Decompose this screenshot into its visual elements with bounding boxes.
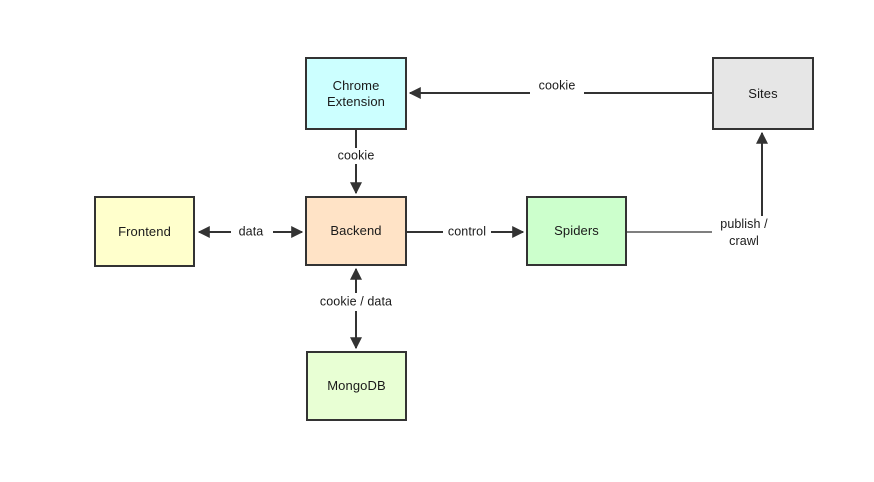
node-spiders-label: Spiders bbox=[554, 223, 599, 238]
connector-spiders-to-sites bbox=[627, 131, 768, 233]
edge-label-frontend-backend: data bbox=[236, 224, 266, 240]
node-frontend[interactable]: Frontend bbox=[94, 196, 195, 267]
edge-label-spiders-to-sites-line2: crawl bbox=[729, 234, 759, 248]
node-chrome-extension-label-line2: Extension bbox=[327, 93, 385, 109]
node-sites-label: Sites bbox=[748, 85, 778, 101]
node-sites[interactable]: Sites bbox=[712, 57, 814, 130]
edge-label-sites-to-chrome-extension: cookie bbox=[536, 78, 578, 94]
node-chrome-extension-label-line1: Chrome bbox=[332, 77, 380, 93]
edge-label-spiders-to-sites: publish / crawl bbox=[718, 216, 770, 250]
node-spiders[interactable]: Spiders bbox=[526, 196, 627, 266]
edge-label-backend-to-spiders: control bbox=[445, 224, 489, 240]
edge-label-chrome-extension-to-backend: cookie bbox=[335, 148, 377, 164]
edge-label-spiders-to-sites-line1: publish / bbox=[720, 217, 768, 231]
node-chrome-extension[interactable]: Chrome Extension bbox=[305, 57, 407, 130]
node-chrome-extension-label: Chrome Extension bbox=[327, 78, 385, 110]
node-backend[interactable]: Backend bbox=[305, 196, 407, 266]
node-mongodb[interactable]: MongoDB bbox=[306, 351, 407, 421]
node-backend-label: Backend bbox=[330, 223, 382, 238]
node-mongodb-label: MongoDB bbox=[327, 378, 386, 393]
node-frontend-label: Frontend bbox=[118, 223, 171, 239]
edge-label-backend-mongodb: cookie / data bbox=[317, 294, 395, 310]
